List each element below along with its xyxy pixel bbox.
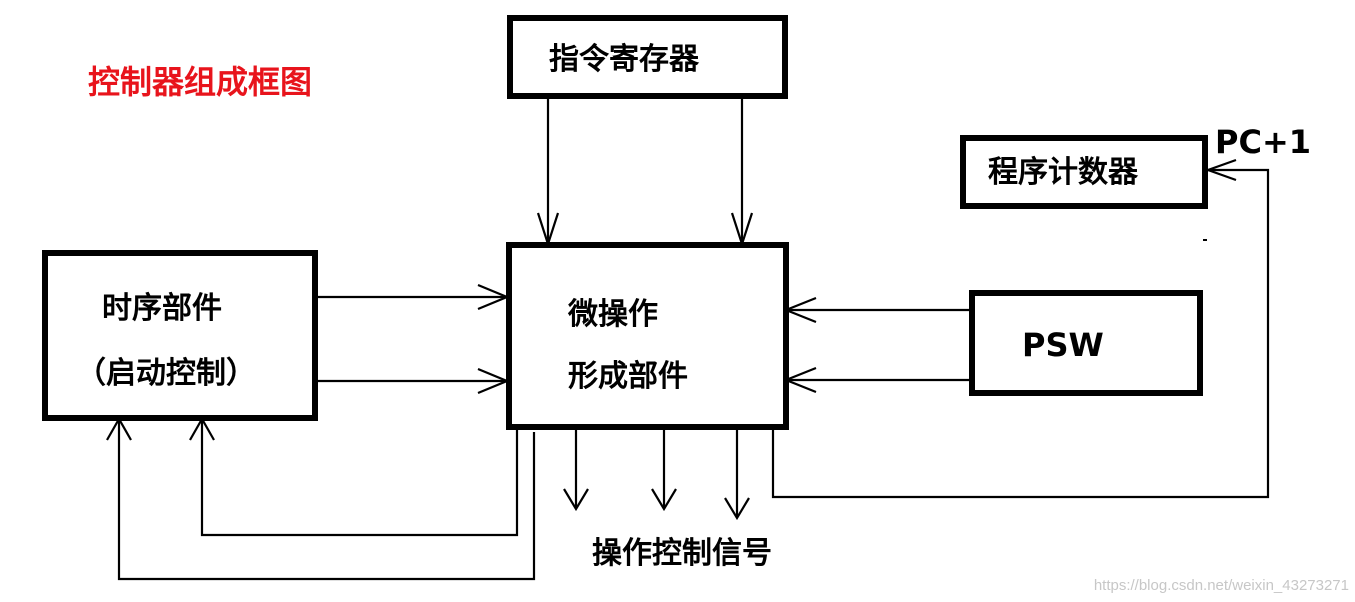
output-signals-label: 操作控制信号 [592, 536, 772, 571]
pc-increment-line [771, 168, 1270, 499]
diagram-title: 控制器组成框图 [88, 63, 313, 101]
micro-op-unit-label-line2: 形成部件 [568, 359, 688, 394]
micro-op-unit-label-line1: 微操作 [568, 297, 658, 332]
program-counter-box: 程序计数器 [960, 135, 1208, 209]
instruction-register-box: 指令寄存器 [507, 15, 788, 99]
timing-unit-label-line2: （启动控制） [76, 356, 256, 391]
psw-label: PSW [1022, 326, 1104, 364]
pc-plus-one-label: PC+1 [1215, 123, 1312, 161]
micro-op-unit-box: 微操作 形成部件 [506, 242, 789, 430]
timing-unit-box: 时序部件 （启动控制） [42, 250, 318, 421]
pc-increment-arrow [1204, 158, 1237, 182]
psw-box: PSW [969, 290, 1203, 396]
instruction-register-label: 指令寄存器 [549, 42, 699, 77]
watermark-text: https://blog.csdn.net/weixin_43273271 [1093, 577, 1349, 594]
output-signal-arrow-3 [724, 497, 750, 521]
feedback-line-outer [117, 419, 536, 581]
program-counter-label: 程序计数器 [988, 155, 1138, 190]
stray-dot [1203, 239, 1207, 241]
feedback-line-inner [200, 419, 519, 537]
output-signal-arrow-1 [563, 488, 589, 512]
output-signal-arrow-2 [651, 488, 677, 512]
timing-unit-label-line1: 时序部件 [102, 291, 222, 326]
